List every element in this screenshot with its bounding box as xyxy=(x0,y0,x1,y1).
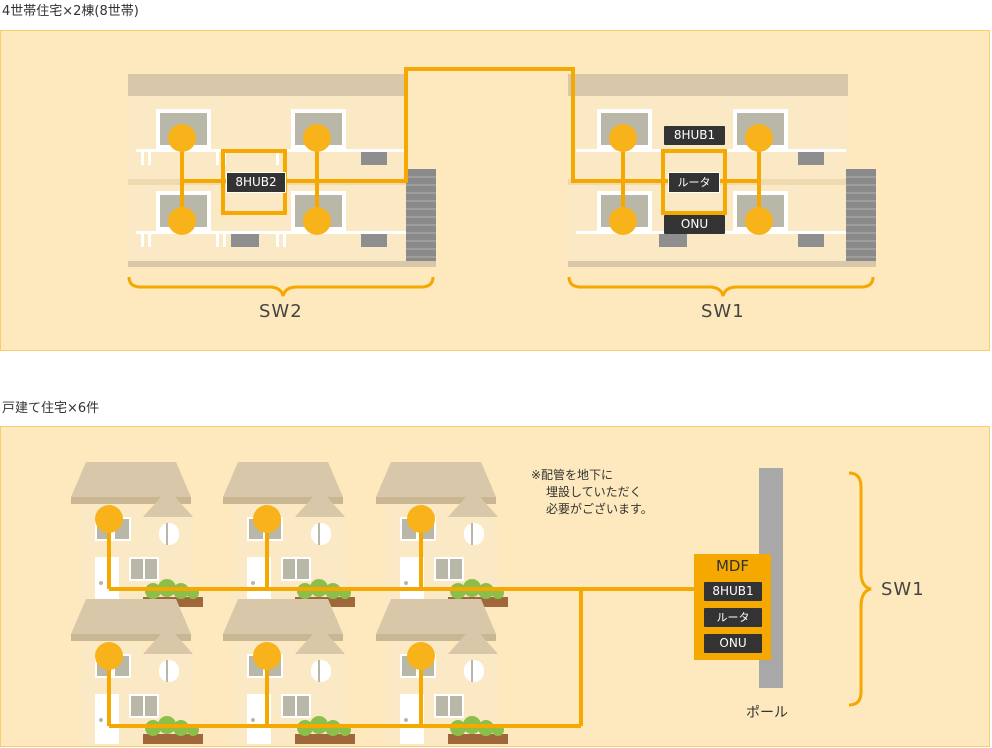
hub2-tag: 8HUB2 xyxy=(226,172,286,193)
onu-tag: ONU xyxy=(664,215,725,234)
apartment-building-1 xyxy=(568,74,876,267)
house-nodes xyxy=(95,505,435,670)
mdf-onu-tag: ONU xyxy=(704,634,762,653)
note-line-1: ※配管を地下に xyxy=(531,468,614,482)
house-panel: ※配管を地下に 埋設していただく 必要がございます。 MDF 8HUB1 ルータ… xyxy=(0,426,990,747)
mdf-hub1-tag: 8HUB1 xyxy=(704,582,762,601)
apartment-braces xyxy=(127,276,875,297)
house-section-title: 戸建て住宅×6件 xyxy=(2,401,100,416)
note-line-2: 埋設していただく xyxy=(546,485,642,499)
sw1-label-houses: SW1 xyxy=(881,579,925,600)
sw2-label: SW2 xyxy=(259,301,303,322)
mdf-box: MDF 8HUB1 ルータ ONU xyxy=(694,554,771,660)
mdf-title: MDF xyxy=(715,557,750,575)
hub1-tag: 8HUB1 xyxy=(664,126,725,145)
note-line-3: 必要がございます。 xyxy=(546,502,653,516)
piping-note: ※配管を地下に 埋設していただく 必要がございます。 xyxy=(531,467,653,518)
apartment-nodes xyxy=(168,124,773,235)
router-tag: ルータ xyxy=(668,172,720,193)
apartment-section-title: 4世帯住宅×2棟(8世帯) xyxy=(2,4,139,19)
apartment-diagram xyxy=(127,67,876,297)
house-illustrations xyxy=(71,462,508,746)
sw1-label-apartment: SW1 xyxy=(701,301,745,322)
sw1-brace xyxy=(848,471,872,707)
apartment-panel: 8HUB2 8HUB1 ルータ ONU SW2 SW1 xyxy=(0,30,990,351)
pole-label: ポール xyxy=(746,705,788,721)
house-diagram xyxy=(71,462,872,746)
apartment-building-2 xyxy=(128,74,436,267)
mdf-router-tag: ルータ xyxy=(704,608,762,627)
